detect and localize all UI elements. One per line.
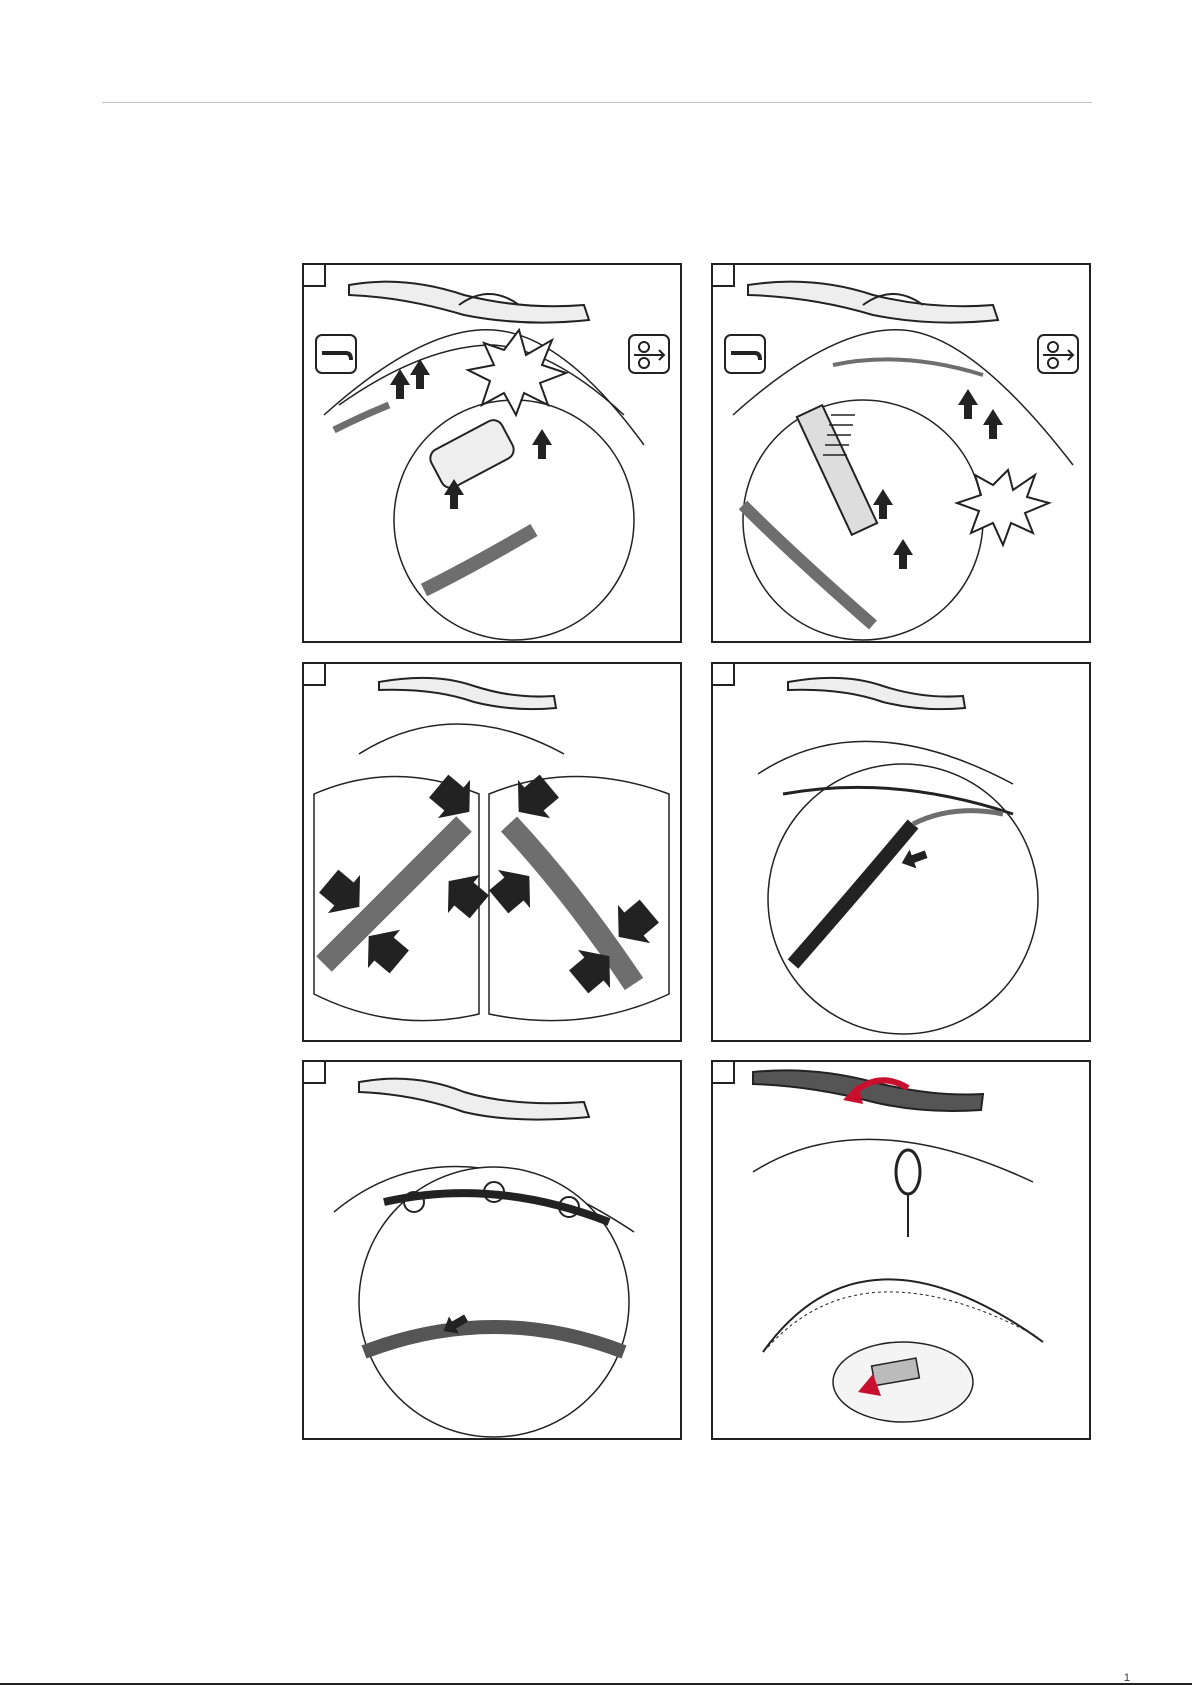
- arrow-icon: [983, 409, 1003, 439]
- top-rule: [102, 102, 1092, 103]
- carabiner-icon: [896, 1150, 920, 1194]
- arrow-icon: [958, 389, 978, 419]
- step-3-panel: [302, 662, 682, 1042]
- zoom-circle: [394, 400, 634, 640]
- step-6-panel: [711, 1060, 1091, 1440]
- step-1-illustration: [304, 265, 680, 641]
- step-number: [304, 265, 326, 287]
- step-number: [713, 265, 735, 287]
- step-4-illustration: [713, 664, 1089, 1040]
- arrow-icon: [390, 369, 410, 399]
- step-6-illustration: [713, 1062, 1089, 1438]
- step-3-illustration: [304, 664, 680, 1040]
- spark-icon: [468, 330, 566, 415]
- step-4-panel: [711, 662, 1091, 1042]
- zoom-circle: [768, 764, 1038, 1034]
- step-number: [713, 1062, 735, 1084]
- step-2-panel: [711, 263, 1091, 643]
- step-number: [304, 1062, 326, 1084]
- step-1-panel: [302, 263, 682, 643]
- step-5-panel: [302, 1060, 682, 1440]
- step-2-illustration: [713, 265, 1089, 641]
- step-number: [713, 664, 735, 686]
- zoom-circle: [359, 1167, 629, 1437]
- step-number: [304, 664, 326, 686]
- step-5-illustration: [304, 1062, 680, 1438]
